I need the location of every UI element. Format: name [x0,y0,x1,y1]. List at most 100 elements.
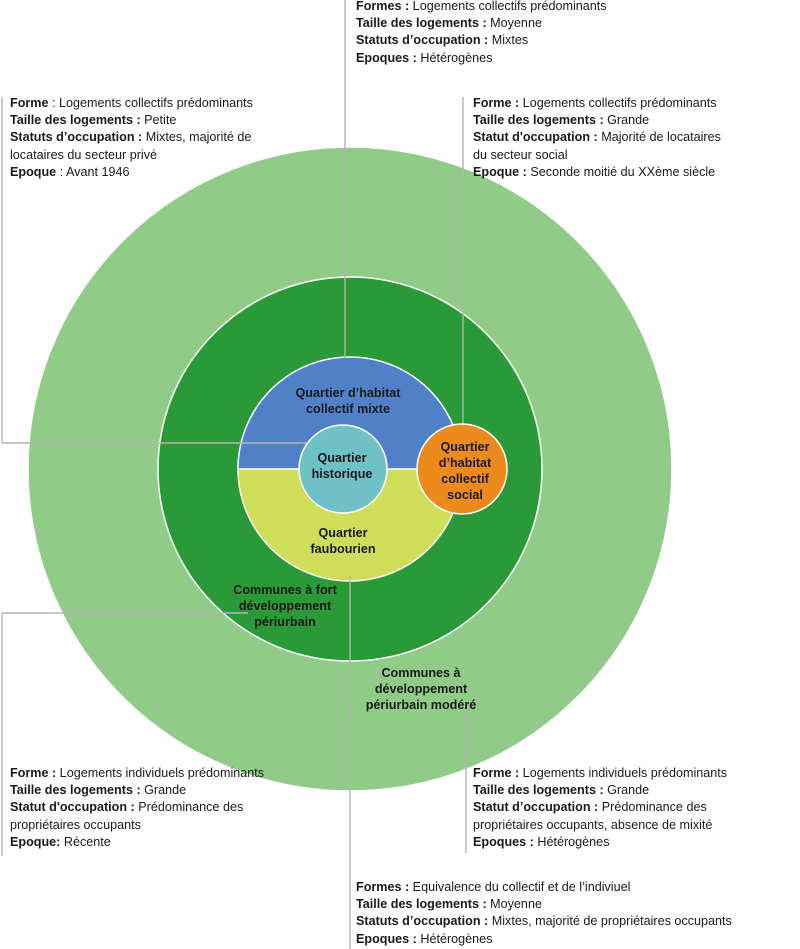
annotation-value: Récente [60,834,111,849]
annotation-key: Statuts d’occupation : [356,914,489,929]
annotation-value: Mixtes [488,33,529,48]
annotation-line: du secteur social [473,147,721,164]
annotation-collectif-social: Forme : Logements collectifs prédominant… [473,95,721,181]
annotation-value: Seconde moitié du XXème siècle [526,164,716,179]
annotation-key: Epoque [10,164,57,179]
annotation-key: Forme : [473,766,520,780]
annotation-value: Logements individuels prédominants [519,766,728,780]
annotation-line: propriétaires occupants [10,817,264,834]
annotation-line: Epoque : Seconde moitié du XXème siècle [473,164,721,181]
zone-label-line: périurbain [254,615,316,629]
annotation-line: Forme : Logements collectifs prédominant… [473,95,721,112]
zone-label-line: faubourien [310,542,375,556]
zone-label-line: développement [239,599,332,613]
annotation-key: Taille des logements : [10,783,141,798]
annotation-key: Statuts d’occupation : [10,130,143,145]
zone-label-line: Quartier d’habitat [296,386,402,400]
zone-label-line: Communes à [381,666,461,680]
annotation-value: Logements individuels prédominants [56,766,265,780]
annotation-line: Taille des logements : Moyenne [356,15,607,32]
annotation-line: Taille des logements : Grande [10,782,264,799]
annotation-line: propriétaires occupants, absence de mixi… [473,817,727,834]
annotation-key: Statuts d’occupation : [356,33,489,48]
annotation-key: Taille des logements : [473,113,604,128]
annotation-line: Taille des logements : Petite [10,112,253,129]
annotation-line: locataires du secteur privé [10,147,253,164]
annotation-key: Epoques : [473,834,534,849]
annotation-key: Forme : [10,766,57,780]
annotation-fort-developpement: Forme : Logements individuels prédominan… [10,765,264,851]
annotation-line: Taille des logements : Grande [473,112,721,129]
annotation-line: Epoques : Hétérogènes [356,931,732,948]
historique-zone [298,424,388,514]
zone-label-line: Quartier [319,526,368,540]
annotation-key: Statut d'occupation : [10,800,135,815]
annotation-key: Epoque: [10,834,61,849]
zone-label-line: Quartier [318,451,367,465]
annotation-line: Forme : Logements collectifs prédominant… [10,95,253,112]
zone-label-line: Communes à fort [233,583,337,597]
annotation-key: Formes : [356,880,410,894]
annotation-historique: Forme : Logements collectifs prédominant… [10,95,253,181]
annotation-line: Epoques : Hétérogènes [356,50,607,67]
annotation-key: Epoques : [356,931,417,946]
zone-label-line: périurbain modéré [366,698,477,712]
annotation-value: Moyenne [486,16,542,31]
annotation-key: Forme : [473,96,520,110]
annotation-value: Mixtes, majorité de propriétaires occupa… [488,914,732,929]
annotation-value: Grande [140,783,187,798]
historique-label: Quartier historique [312,451,373,481]
annotation-value: Grande [603,783,650,798]
annotation-key: Taille des logements : [473,783,604,798]
zone-label-line: collectif mixte [306,402,390,416]
annotation-key: Epoque : [473,164,527,179]
annotation-key: Formes : [356,0,410,13]
annotation-value: Logements collectifs prédominants [409,0,607,13]
annotation-line: Formes : Logements collectifs prédominan… [356,0,607,15]
collectif-mixte-label: Quartier d’habitat collectif mixte [296,386,402,416]
zone-label-line: d’habitat [439,456,492,470]
annotation-faubourien: Formes : Equivalence du collectif et de … [356,879,732,948]
annotation-key: Taille des logements : [10,113,141,128]
annotation-value: Prédominance des [598,800,707,815]
annotation-line: Forme : Logements individuels prédominan… [473,765,727,782]
annotation-value: du secteur social [473,147,568,162]
zone-label-line: historique [312,467,373,481]
annotation-line: Epoque : Avant 1946 [10,164,253,181]
leader-line-historique [1,97,318,444]
annotation-line: Statut d'occupation : Prédominance des [10,799,264,816]
annotation-value: propriétaires occupants [10,817,141,832]
annotation-line: Formes : Equivalence du collectif et de … [356,879,732,896]
annotation-line: Epoques : Hétérogènes [473,834,727,851]
annotation-value: Mixtes, majorité de [142,130,252,145]
leader-lines [1,0,467,949]
collectif-mixte-zone [238,357,462,469]
annotation-key: Taille des logements : [356,16,487,31]
annotation-line: Forme : Logements individuels prédominan… [10,765,264,782]
annotation-value: Equivalence du collectif et de l’indiviu… [409,880,631,894]
leader-line-fort-developpement [1,612,248,856]
annotation-key: Statut d'occupation : [473,130,598,145]
annotation-value: Majorité de locataires [597,130,721,145]
annotation-key: Taille des logements : [356,897,487,912]
annotation-value: Hétérogènes [533,834,610,849]
annotation-line: Taille des logements : Grande [473,782,727,799]
faubourien-zone [238,469,462,581]
annotation-key: Forme [10,96,49,110]
annotation-key: Epoques : [356,50,417,65]
faubourien-label: Quartier faubourien [310,526,375,556]
annotation-value: : Avant 1946 [56,164,130,179]
annotation-value: Petite [140,113,177,128]
zone-label-line: collectif [441,472,489,486]
annotation-value: Prédominance des [134,800,244,815]
collectif-social-zone [416,423,508,515]
annotation-line: Statuts d’occupation : Mixtes, majorité … [356,913,732,930]
annotation-value: Hétérogènes [416,50,493,65]
annotation-line: Epoque: Récente [10,834,264,851]
annotation-value: locataires du secteur privé [10,147,157,162]
zone-label-line: social [447,488,483,502]
annotation-value: propriétaires occupants, absence de mixi… [473,817,713,832]
